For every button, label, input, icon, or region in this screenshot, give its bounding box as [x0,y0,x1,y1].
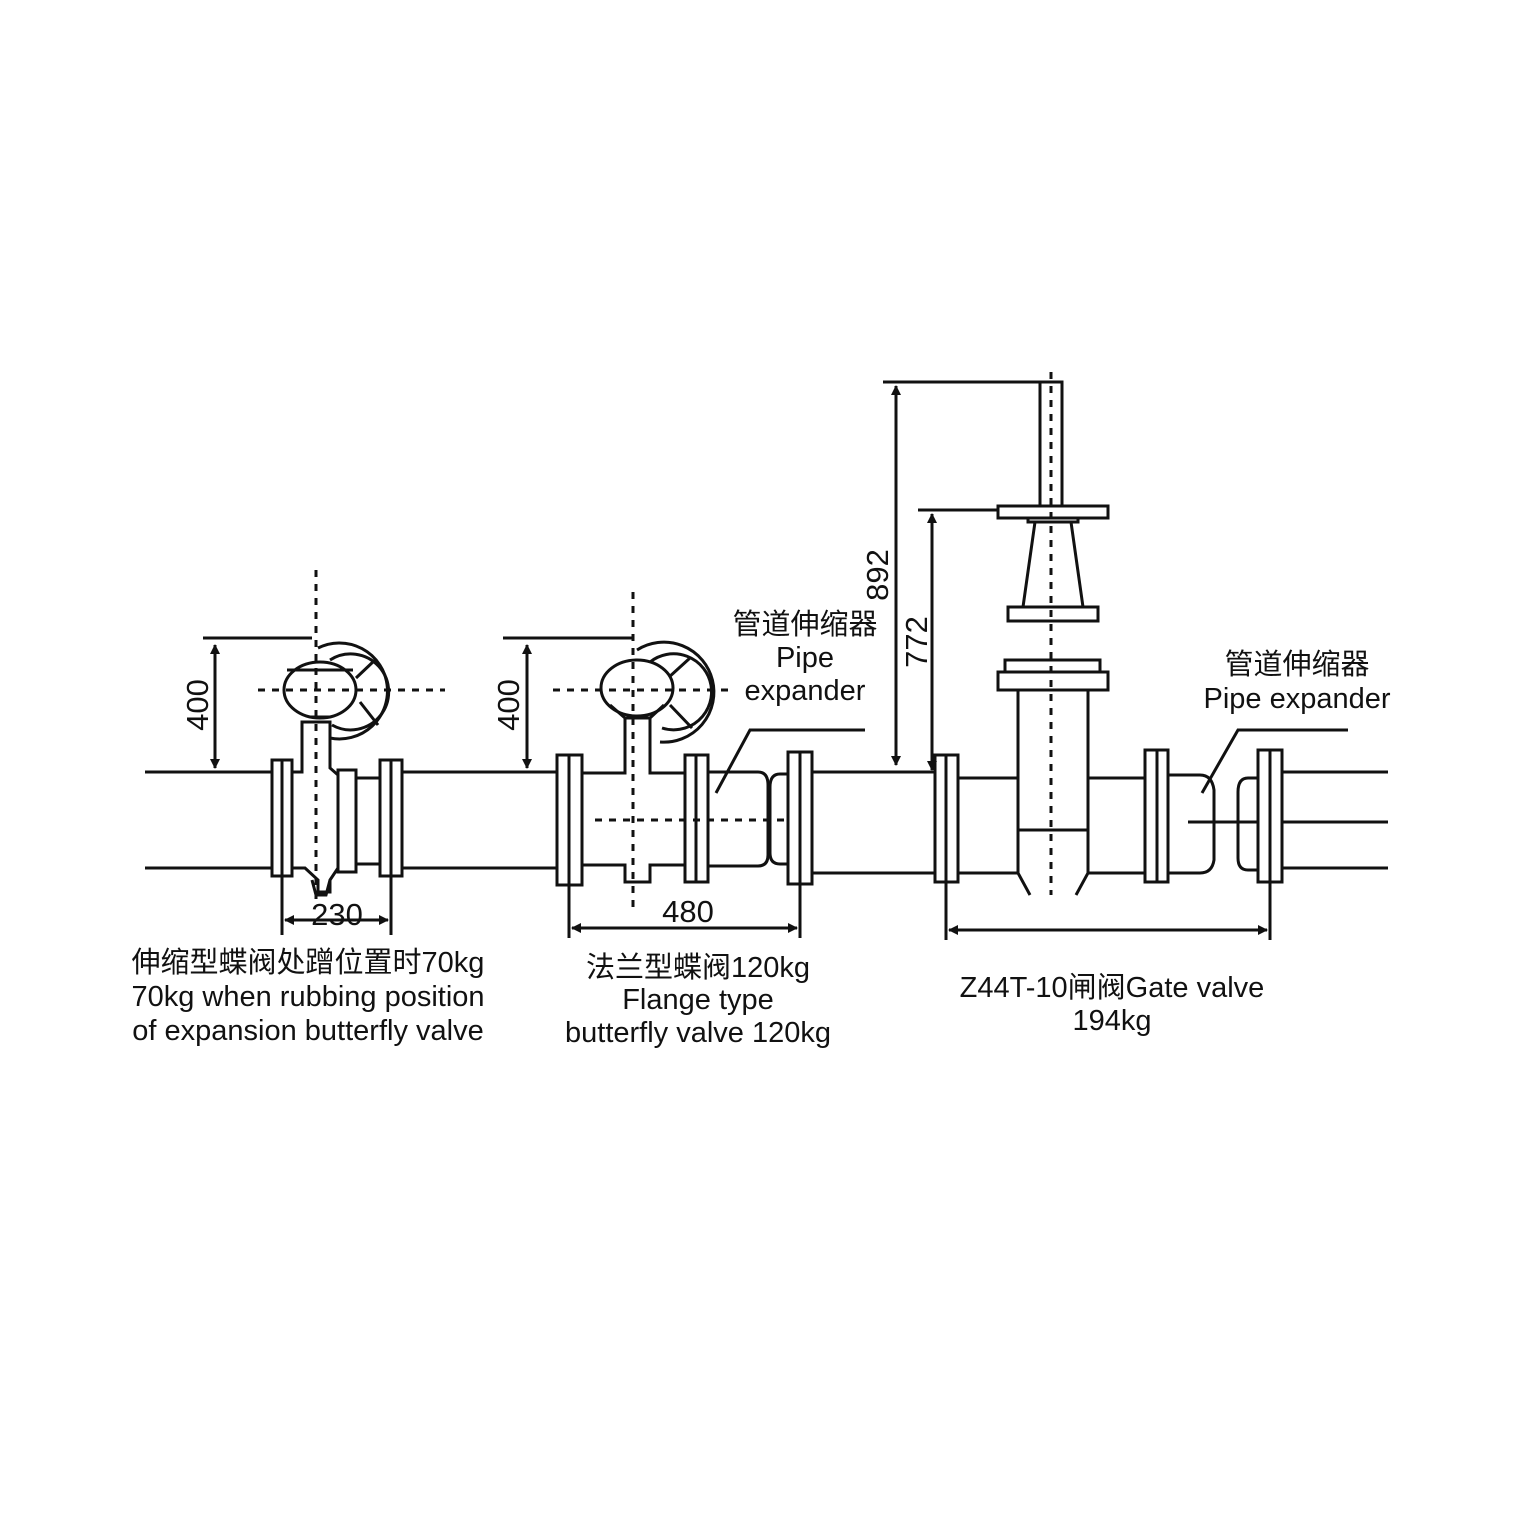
caption-line: of expansion butterfly valve [132,1015,483,1047]
left-height-value: 400 [180,679,215,731]
gate-width-dimension [944,882,1272,940]
label-en-2: expander [745,675,866,707]
gate-total-height-dimension: 892 [860,380,1062,766]
label-cn: 管道伸缩器 [1224,648,1369,681]
left-height-dimension: 400 [180,636,312,769]
expander-1-leader [714,728,865,794]
left-width-value: 230 [311,897,363,932]
gate-valve [933,372,1388,896]
expander-1-label: 管道伸缩器 Pipe expander [732,608,877,707]
expander-2-leader [1200,728,1348,794]
middle-width-dimension: 480 [567,884,802,938]
caption-line: 70kg when rubbing position [131,981,484,1013]
gate-total-height-value: 892 [860,549,895,601]
middle-width-value: 480 [662,894,714,929]
caption-line: 194kg [1072,1005,1151,1037]
expander-2-label: 管道伸缩器 Pipe expander [1203,648,1390,715]
middle-valve-caption: 法兰型蝶阀120kg Flange type butterfly valve 1… [565,951,831,1049]
flange-butterfly-valve [553,592,814,912]
middle-height-dimension: 400 [491,636,632,769]
gate-valve-caption: Z44T-10闸阀Gate valve 194kg [960,971,1265,1037]
gate-body-height-value: 772 [899,616,934,668]
left-width-dimension: 230 [280,876,393,935]
caption-line: 法兰型蝶阀120kg [586,951,810,984]
expansion-butterfly-valve [145,570,445,905]
middle-height-value: 400 [491,679,526,731]
left-valve-caption: 伸缩型蝶阀处蹭位置时70kg 70kg when rubbing positio… [131,946,484,1047]
caption-line: 伸缩型蝶阀处蹭位置时70kg [132,946,485,979]
caption-line: Z44T-10闸阀Gate valve [960,971,1265,1004]
caption-line: butterfly valve 120kg [565,1017,831,1049]
label-cn: 管道伸缩器 [732,608,877,641]
label-en-1: Pipe [776,642,834,674]
gate-body-height-dimension: 772 [899,508,998,771]
label-en: Pipe expander [1203,683,1390,715]
caption-line: Flange type [622,984,774,1016]
